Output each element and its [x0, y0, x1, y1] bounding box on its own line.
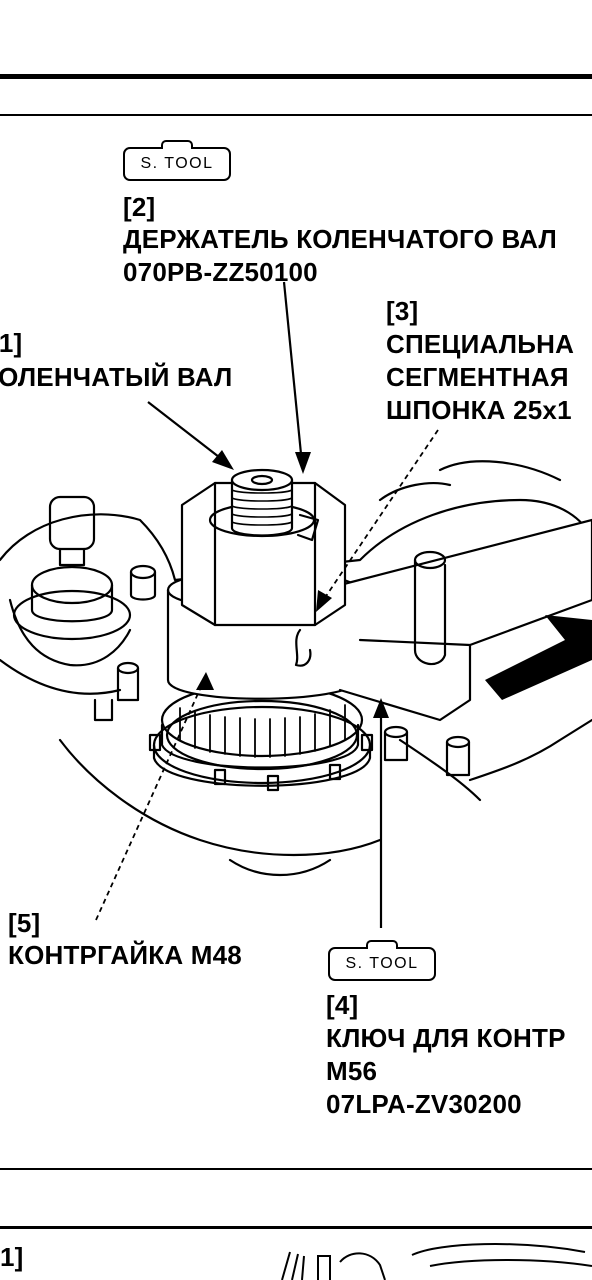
rotation-arrow: [485, 615, 592, 700]
engine-case-outline: [0, 498, 592, 582]
crankshaft-thread: [230, 478, 294, 537]
label-3-line1: СПЕЦИАЛЬНА: [386, 329, 575, 359]
label-3-line3: ШПОНКА 25x1: [386, 395, 572, 425]
top-thin-rule: [0, 114, 592, 116]
label-3-number: [3]: [386, 296, 419, 326]
label-4-number: [4]: [326, 990, 359, 1020]
label-4-part-number: 07LPA-ZV30200: [326, 1089, 522, 1119]
label-4-name: КЛЮЧ ДЛЯ КОНТР: [326, 1023, 566, 1053]
label-3-line2: СЕГМЕНТНАЯ: [386, 362, 569, 392]
label-4-size: M56: [326, 1056, 378, 1086]
label-2-number: [2]: [123, 192, 156, 222]
label-1-number: [1]: [0, 328, 23, 358]
label-2-name: ДЕРЖАТЕЛЬ КОЛЕНЧАТОГО ВАЛ: [123, 224, 557, 254]
leader-1: [147, 401, 229, 465]
special-tool-badge-holder: S. TOOL: [123, 147, 231, 181]
special-tool-badge-wrench: S. TOOL: [328, 947, 436, 981]
leader-3: [319, 429, 439, 606]
label-1-name: КОЛЕНЧАТЫЙ ВАЛ: [0, 362, 233, 392]
left-post: [48, 495, 96, 551]
label-5-name: КОНТРГАЙКА M48: [8, 940, 242, 970]
label-2-part-number: 070PB-ZZ50100: [123, 257, 318, 287]
bottom-heavy-rule: [0, 1226, 592, 1229]
footer-label-number: 1]: [0, 1242, 24, 1272]
leader-2: [282, 281, 304, 465]
bottom-thin-rule: [0, 1168, 592, 1170]
label-5-number: [5]: [8, 908, 41, 938]
top-heavy-rule: [0, 74, 592, 79]
